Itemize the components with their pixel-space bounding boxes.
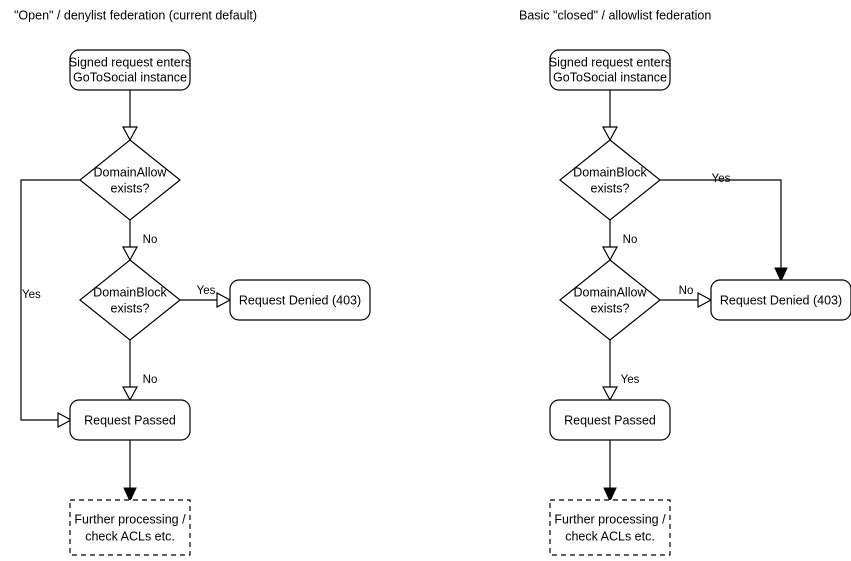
arrowhead-open-icon (697, 291, 713, 309)
node-entry-left-line1: Signed request enters (69, 55, 191, 69)
edge-entry-to-domainblock-right (601, 90, 619, 142)
node-further-processing-right-shape[interactable] (549, 499, 671, 556)
edge-label-domainallow-yes-right: Yes (621, 374, 640, 386)
node-request-denied-right-label: Request Denied (403) (720, 293, 842, 307)
edge-domainblock-no-left: No (121, 340, 158, 402)
node-request-passed-right[interactable]: Request Passed (549, 399, 671, 441)
node-further-processing-right-line1: Further processing / (554, 512, 666, 526)
arrowhead-filled-icon (123, 487, 137, 503)
arrowhead-open-icon (601, 126, 619, 142)
arrowhead-filled-icon (603, 487, 617, 503)
node-further-processing-right-line2: check ACLs etc. (565, 529, 655, 543)
arrowhead-open-icon (121, 246, 139, 262)
node-request-denied-left[interactable]: Request Denied (403) (229, 279, 371, 321)
node-decision-domainallow-right-line1: DomainAllow (574, 285, 648, 299)
node-decision-domainblock-left-line1: DomainBlock (93, 285, 167, 299)
node-further-processing-left-line2: check ACLs etc. (85, 529, 175, 543)
node-decision-domainblock-left-shape[interactable] (79, 259, 181, 341)
node-further-processing-right[interactable]: Further processing / check ACLs etc. (549, 499, 671, 556)
edge-passed-to-further-right (603, 440, 617, 503)
edge-label-domainblock-yes-left: Yes (197, 285, 216, 297)
edge-domainallow-yes-left: Yes (20, 179, 80, 429)
node-request-denied-left-shape[interactable] (229, 279, 371, 321)
node-request-denied-right[interactable]: Request Denied (403) (710, 279, 851, 321)
panel-open-denylist: "Open" / denylist federation (current de… (14, 8, 371, 556)
node-decision-domainallow-left-line2: exists? (111, 181, 150, 195)
arrowhead-open-icon (121, 386, 139, 402)
edge-label-domainallow-yes-left: Yes (22, 289, 41, 301)
node-entry-left[interactable]: Signed request enters GoToSocial instanc… (69, 49, 191, 91)
node-decision-domainallow-right-line2: exists? (591, 301, 630, 315)
panel-title-open-denylist: "Open" / denylist federation (current de… (14, 8, 257, 22)
edge-entry-to-domainallow-left (121, 90, 139, 142)
edge-label-domainblock-yes-right: Yes (712, 173, 731, 185)
node-decision-domainblock-right-line1: DomainBlock (573, 165, 647, 179)
edge-domainblock-yes-right: Yes (660, 173, 788, 283)
edge-domainallow-yes-right: Yes (601, 340, 640, 402)
arrowhead-open-icon (601, 386, 619, 402)
panel-title-closed-allowlist: Basic "closed" / allowlist federation (519, 8, 711, 22)
node-decision-domainallow-left-shape[interactable] (79, 139, 181, 221)
panel-closed-allowlist: Basic "closed" / allowlist federation Si… (519, 8, 851, 556)
node-decision-domainblock-right[interactable]: DomainBlock exists? (559, 139, 661, 221)
node-further-processing-left[interactable]: Further processing / check ACLs etc. (69, 499, 191, 556)
node-entry-left-line2: GoToSocial instance (73, 70, 187, 84)
edge-domainallow-no-left: No (121, 220, 158, 262)
arrowhead-filled-icon (774, 267, 788, 283)
node-request-denied-right-shape[interactable] (710, 279, 851, 321)
arrowhead-open-icon (601, 246, 619, 262)
node-entry-right-line2: GoToSocial instance (553, 70, 667, 84)
arrowhead-open-icon (216, 291, 232, 309)
node-decision-domainblock-right-line2: exists? (591, 181, 630, 195)
edge-domainblock-yes-left: Yes (180, 285, 232, 309)
node-decision-domainallow-right[interactable]: DomainAllow exists? (559, 259, 661, 341)
edge-label-domainblock-no-left: No (143, 374, 158, 386)
node-request-passed-left-label: Request Passed (84, 413, 176, 427)
node-decision-domainallow-right-shape[interactable] (559, 259, 661, 341)
node-decision-domainblock-left[interactable]: DomainBlock exists? (79, 259, 181, 341)
node-request-denied-left-label: Request Denied (403) (239, 293, 361, 307)
arrowhead-open-icon (121, 126, 139, 142)
node-entry-right[interactable]: Signed request enters GoToSocial instanc… (549, 49, 671, 91)
node-further-processing-left-line1: Further processing / (74, 512, 186, 526)
edge-label-domainblock-no-right: No (623, 234, 638, 246)
edge-label-domainallow-no-right: No (679, 285, 694, 297)
node-decision-domainblock-right-shape[interactable] (559, 139, 661, 221)
arrowhead-open-icon (57, 411, 73, 429)
node-request-passed-left[interactable]: Request Passed (69, 399, 191, 441)
edge-domainallow-no-right: No (660, 285, 713, 309)
node-entry-right-line1: Signed request enters (549, 55, 671, 69)
edge-domainblock-no-right: No (601, 220, 638, 262)
edge-passed-to-further-left (123, 440, 137, 503)
node-decision-domainallow-left[interactable]: DomainAllow exists? (79, 139, 181, 221)
edge-label-domainallow-no-left: No (143, 234, 158, 246)
node-decision-domainblock-left-line2: exists? (111, 301, 150, 315)
node-further-processing-left-shape[interactable] (69, 499, 191, 556)
node-request-passed-right-label: Request Passed (564, 413, 656, 427)
node-decision-domainallow-left-line1: DomainAllow (94, 165, 168, 179)
